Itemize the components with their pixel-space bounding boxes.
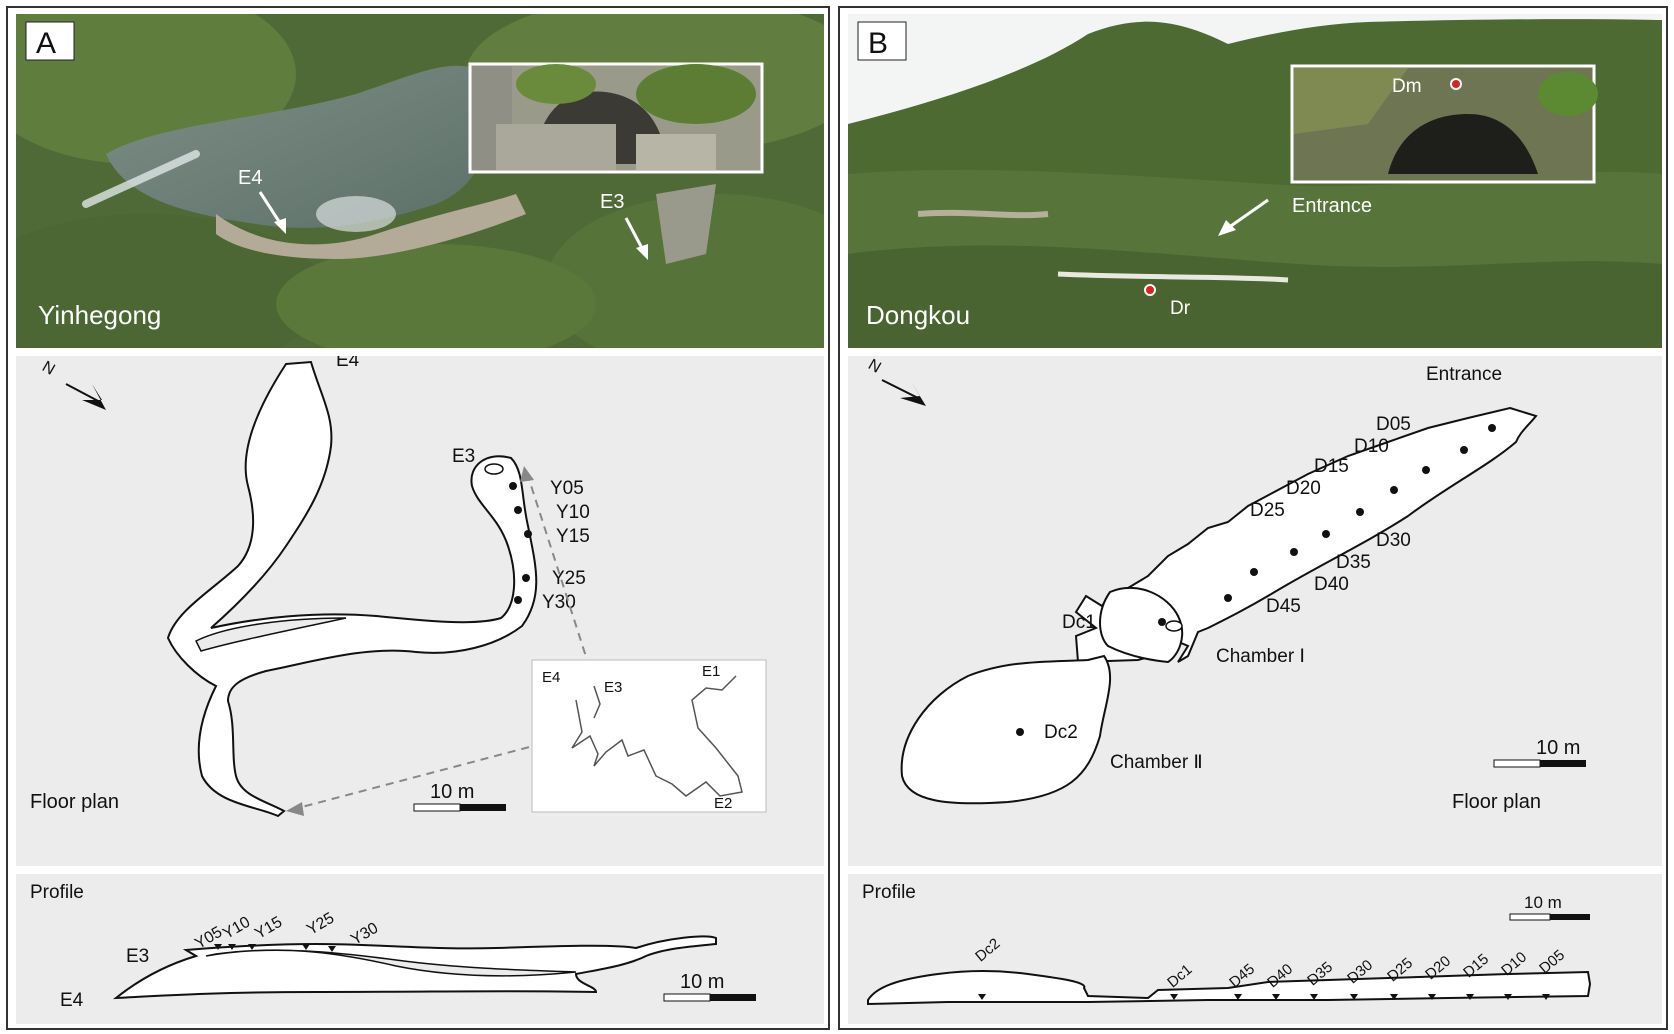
svg-text:N: N	[865, 356, 884, 377]
chamber-2-label: Chamber Ⅱ	[1110, 752, 1203, 773]
svg-text:N: N	[39, 358, 58, 379]
sample-y05: Y05	[550, 478, 584, 499]
floor-plan-scale-bar-a: 10 m	[413, 781, 506, 812]
profile-sample-y15: Y15	[252, 914, 285, 943]
panel-a: E4 E3 Yinhegong A N E4 E3	[6, 6, 830, 1030]
sample-d30: D30	[1376, 530, 1411, 551]
panel-letter-b: B	[868, 27, 888, 60]
yinhegong-cave-outline	[166, 360, 538, 818]
sample-d25: D25	[1250, 500, 1285, 521]
chamber-2-outline	[900, 654, 1112, 805]
floor-label-e4: E4	[336, 356, 360, 371]
photo-label-dr: Dr	[1170, 298, 1191, 319]
dashed-arrow-to-e4	[297, 739, 557, 809]
profile-sample-y25: Y25	[304, 910, 337, 939]
dongkou-entrance-inset-photo: Dm	[1290, 64, 1598, 184]
profile-sample-dc1: Dc1	[1164, 961, 1195, 991]
svg-text:10 m: 10 m	[430, 781, 474, 803]
dongkou-profile: Profile 10 m Dc2 Dc1 D45 D40 D35 D30 D25…	[848, 874, 1662, 1024]
yinhegong-floor-plan: N E4 E3 Y05 Y10 Y15 Y25 Y30	[16, 356, 824, 866]
sample-d10: D10	[1354, 436, 1389, 457]
dongkou-profile-outline	[867, 970, 1592, 1006]
dongkou-floor-plan: N Entrance D05 D10 D15 D20 D25 D	[848, 356, 1662, 866]
chamber-1-label: Chamber Ⅰ	[1216, 646, 1305, 667]
inset-label-e2: E2	[714, 795, 732, 812]
site-name-yinhegong: Yinhegong	[38, 300, 161, 330]
inset-label-e3: E3	[604, 679, 622, 696]
photo-label-e4: E4	[238, 167, 262, 189]
profile-label-e3: E3	[126, 946, 149, 967]
profile-scale-bar-b: 10 m	[1509, 893, 1590, 921]
sample-d05: D05	[1376, 414, 1411, 435]
yinhegong-aerial-photo: E4 E3 Yinhegong A	[16, 14, 824, 348]
dr-sample-marker	[1144, 284, 1156, 296]
yinhegong-profile: Profile Y05 Y10 Y15 Y25 Y30 E3 E4 10 m	[16, 874, 824, 1024]
sample-y25: Y25	[552, 568, 586, 589]
dongkou-hillside-photo: Dm Entrance Dr Dongkou B	[848, 14, 1662, 348]
sample-d15: D15	[1314, 456, 1349, 477]
floor-label-entrance: Entrance	[1426, 364, 1502, 385]
entrance-pointer-arrow	[1227, 198, 1269, 230]
sample-d45: D45	[1266, 596, 1301, 617]
sample-d20: D20	[1286, 478, 1321, 499]
sample-y10: Y10	[556, 502, 590, 523]
panel-b: Dm Entrance Dr Dongkou B N	[838, 6, 1668, 1030]
e3-pointer-arrow	[624, 217, 646, 253]
photo-label-entrance: Entrance	[1292, 195, 1372, 217]
profile-title-b: Profile	[862, 882, 916, 903]
north-arrow-icon: N	[39, 358, 106, 410]
floor-label-e3: E3	[452, 446, 475, 467]
dm-sample-marker	[1450, 78, 1462, 90]
inset-label-e1: E1	[702, 663, 720, 680]
e4-pointer-arrow	[258, 191, 284, 227]
floor-plan-scale-bar-b: 10 m	[1493, 737, 1586, 768]
floor-plan-title-b: Floor plan	[1452, 791, 1541, 813]
dashed-arrow-to-e3	[527, 475, 599, 695]
sample-dc1: Dc1	[1062, 612, 1096, 633]
sample-y15: Y15	[556, 526, 590, 547]
panel-letter-a: A	[36, 27, 56, 60]
chamber-1-outline	[1099, 586, 1184, 664]
sample-d40: D40	[1314, 574, 1349, 595]
svg-text:10 m: 10 m	[680, 971, 724, 993]
north-arrow-icon: N	[865, 356, 926, 406]
site-name-dongkou: Dongkou	[866, 300, 970, 330]
sample-d35: D35	[1336, 552, 1371, 573]
svg-text:10 m: 10 m	[1536, 737, 1580, 759]
profile-scale-bar-a: 10 m	[663, 971, 756, 1002]
profile-title-a: Profile	[30, 882, 84, 903]
sample-dc2: Dc2	[1044, 722, 1078, 743]
profile-sample-y10: Y10	[220, 914, 253, 943]
floor-plan-title-a: Floor plan	[30, 791, 119, 813]
profile-label-e4: E4	[60, 990, 84, 1011]
inset-label-e4: E4	[542, 669, 560, 686]
profile-sample-dc2: Dc2	[972, 935, 1003, 965]
cave-overview-inset-map: E4 E3 E1 E2	[531, 659, 767, 813]
photo-label-dm: Dm	[1392, 76, 1422, 97]
svg-text:10 m: 10 m	[1524, 893, 1562, 912]
photo-label-e3: E3	[600, 191, 624, 213]
yinhegong-entrance-inset-photo	[468, 62, 764, 174]
